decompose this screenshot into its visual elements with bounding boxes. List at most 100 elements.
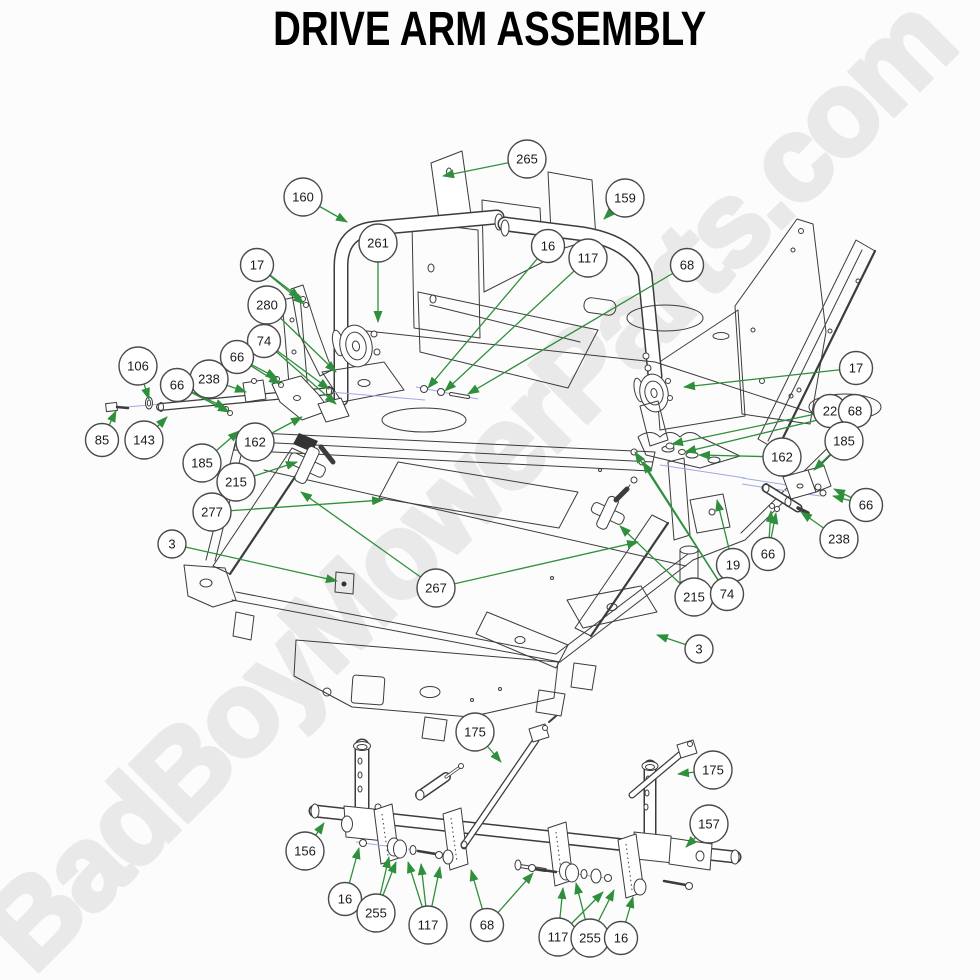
callout-circle[interactable]	[84, 422, 120, 458]
callout-circle[interactable]	[455, 712, 495, 752]
leader-line-17	[683, 367, 857, 391]
callout-number: 16	[338, 892, 352, 907]
callout-circle[interactable]	[219, 339, 255, 375]
callout-number: 277	[201, 505, 223, 520]
callout-circle[interactable]	[192, 492, 232, 532]
callout-143-15[interactable]: 143	[124, 420, 164, 460]
callout-16-44[interactable]: 16	[603, 920, 639, 956]
callout-238-28[interactable]: 238	[819, 519, 859, 559]
callout-66-13[interactable]: 66	[159, 367, 195, 403]
callout-117-6[interactable]: 117	[568, 238, 608, 278]
callout-circle[interactable]	[469, 907, 505, 943]
leader-line-68	[467, 264, 688, 395]
callout-circle[interactable]	[693, 750, 733, 790]
callout-185-17[interactable]: 185	[182, 443, 222, 483]
callout-circle[interactable]	[507, 139, 547, 179]
callout-number: 74	[720, 587, 734, 602]
callout-number: 16	[541, 239, 555, 254]
callout-156-37[interactable]: 156	[285, 831, 325, 871]
callout-number: 68	[480, 918, 494, 933]
callout-circle[interactable]	[838, 350, 874, 386]
callout-circle[interactable]	[157, 529, 187, 559]
callout-74-9[interactable]: 74	[246, 323, 282, 359]
callout-circle[interactable]	[416, 568, 456, 608]
callout-number: 17	[849, 361, 863, 376]
callout-circle[interactable]	[603, 920, 639, 956]
callout-265-0[interactable]: 265	[507, 139, 547, 179]
callout-68-24[interactable]: 68	[837, 393, 873, 429]
callout-68-7[interactable]: 68	[669, 247, 705, 283]
callout-66-29[interactable]: 66	[750, 536, 786, 572]
callout-277-19[interactable]: 277	[192, 492, 232, 532]
callout-238-12[interactable]: 238	[189, 359, 229, 399]
callout-255-43[interactable]: 255	[570, 918, 610, 958]
callout-162-16[interactable]: 162	[235, 422, 275, 462]
callout-85-14[interactable]: 85	[84, 422, 120, 458]
callout-68-41[interactable]: 68	[469, 907, 505, 943]
callout-66-27[interactable]: 66	[848, 487, 884, 523]
callout-circle[interactable]	[689, 804, 729, 844]
callout-circle[interactable]	[358, 223, 398, 263]
callout-3-33[interactable]: 3	[684, 634, 714, 664]
callout-circle[interactable]	[235, 422, 275, 462]
callout-circle[interactable]	[118, 346, 158, 386]
callout-circle[interactable]	[285, 831, 325, 871]
callout-circle[interactable]	[684, 634, 714, 664]
callout-number: 106	[127, 359, 149, 374]
callout-circle[interactable]	[824, 421, 864, 461]
callout-280-8[interactable]: 280	[247, 285, 287, 325]
callout-circle[interactable]	[124, 420, 164, 460]
callout-circle[interactable]	[709, 576, 745, 612]
callout-162-26[interactable]: 162	[762, 437, 802, 477]
callout-number: 66	[230, 350, 244, 365]
callout-number: 156	[294, 844, 316, 859]
callout-159-2[interactable]: 159	[605, 178, 645, 218]
callout-circle[interactable]	[408, 905, 448, 945]
callout-175-34[interactable]: 175	[455, 712, 495, 752]
callout-circle[interactable]	[216, 462, 256, 502]
callout-19-30[interactable]: 19	[715, 547, 751, 583]
callout-circle[interactable]	[283, 177, 323, 217]
callout-circle[interactable]	[848, 487, 884, 523]
left-rod-assembly	[105, 375, 426, 423]
callout-175-35[interactable]: 175	[693, 750, 733, 790]
callout-circle[interactable]	[239, 247, 275, 283]
callout-circle[interactable]	[762, 437, 802, 477]
callout-circle[interactable]	[669, 247, 705, 283]
callout-circle[interactable]	[750, 536, 786, 572]
callout-circle[interactable]	[327, 881, 363, 917]
right-cross-link	[590, 476, 638, 530]
callout-circle[interactable]	[182, 443, 222, 483]
callout-number: 85	[95, 433, 109, 448]
callout-261-3[interactable]: 261	[358, 223, 398, 263]
callout-number: 175	[464, 725, 486, 740]
callout-3-20[interactable]: 3	[157, 529, 187, 559]
callout-66-10[interactable]: 66	[219, 339, 255, 375]
callout-17-4[interactable]: 17	[239, 247, 275, 283]
callout-185-25[interactable]: 185	[824, 421, 864, 461]
callout-circle[interactable]	[568, 238, 608, 278]
callout-16-5[interactable]: 16	[530, 228, 566, 264]
callout-157-36[interactable]: 157	[689, 804, 729, 844]
callout-160-1[interactable]: 160	[283, 177, 323, 217]
callout-number: 175	[702, 763, 724, 778]
callout-circle[interactable]	[246, 323, 282, 359]
callout-circle[interactable]	[530, 228, 566, 264]
callout-circle[interactable]	[247, 285, 287, 325]
callout-16-38[interactable]: 16	[327, 881, 363, 917]
callout-255-39[interactable]: 255	[356, 893, 396, 933]
callout-circle[interactable]	[159, 367, 195, 403]
callout-circle[interactable]	[605, 178, 645, 218]
callout-267-21[interactable]: 267	[416, 568, 456, 608]
callout-number: 16	[614, 931, 628, 946]
callout-circle[interactable]	[356, 893, 396, 933]
callout-215-18[interactable]: 215	[216, 462, 256, 502]
callout-22-23[interactable]: 22	[812, 393, 848, 429]
callout-117-40[interactable]: 117	[408, 905, 448, 945]
callout-17-22[interactable]: 17	[838, 350, 874, 386]
callout-215-31[interactable]: 215	[674, 577, 714, 617]
callout-106-11[interactable]: 106	[118, 346, 158, 386]
callout-circle[interactable]	[819, 519, 859, 559]
callout-74-32[interactable]: 74	[709, 576, 745, 612]
